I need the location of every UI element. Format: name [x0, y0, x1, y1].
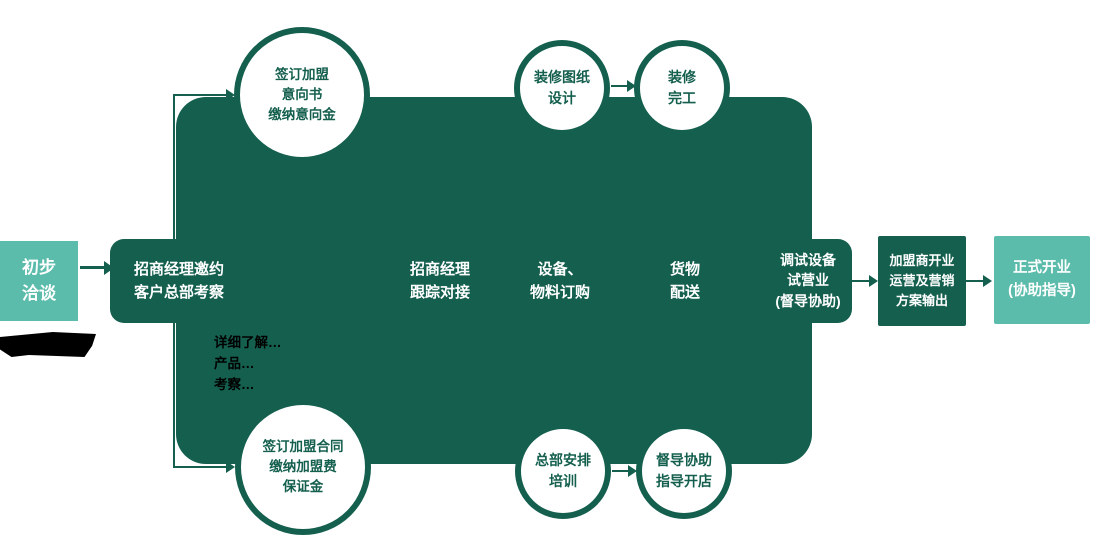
circle-decoration-design-label: 装修图纸 设计: [534, 69, 590, 106]
connector-band-openprep-arrowhead: [869, 275, 878, 287]
circle-hq-training: 总部安排 培训: [515, 423, 611, 519]
connector-design-finish-arrowhead: [627, 80, 636, 92]
connector-up-intent-vertical: [173, 95, 175, 241]
connector-up-intent-arrowhead: [226, 89, 235, 101]
circle-intent-letter-label: 签订加盟 意向书 缴纳意向金: [268, 66, 336, 123]
open-prep-node: 加盟商开业 运营及营销 方案输出: [878, 236, 966, 326]
circle-contract-signing: 签订加盟合同 缴纳加盟费 保证金: [235, 399, 371, 535]
illegible-black-text-smudge: [0, 332, 96, 357]
circle-supervisor-guidance-label: 督导协助 指导开店: [656, 452, 712, 489]
circle-hq-training-label: 总部安排 培训: [535, 452, 591, 489]
step-delivery-label: 货物 配送: [669, 261, 700, 301]
circle-decoration-finished: 装修 完工: [634, 40, 730, 136]
circle-decoration-design: 装修图纸 设计: [514, 40, 610, 136]
main-process-band: [110, 239, 852, 323]
connector-openprep-official-arrowhead: [983, 275, 992, 287]
step-invite-label: 招商经理邀约 客户总部考察: [133, 261, 224, 301]
connector-start-line: [80, 266, 106, 269]
open-prep-node-label: 加盟商开业 运营及营销 方案输出: [889, 252, 955, 309]
step-follow-label: 招商经理 跟踪对接: [409, 261, 470, 301]
step-trial-label: 调试设备 试营业 (督导协助): [775, 252, 841, 309]
start-node-label: 初步 洽谈: [22, 257, 56, 303]
connector-start-arrowhead: [104, 261, 114, 275]
circle-intent-letter: 签订加盟 意向书 缴纳意向金: [234, 27, 370, 163]
connector-band-openprep-line: [852, 280, 871, 282]
connector-down-contract-horizontal: [173, 466, 228, 468]
connector-up-intent-horizontal: [173, 94, 228, 96]
block-note-text: 详细了解… 产品… 考察…: [214, 335, 282, 392]
circle-supervisor-guidance: 督导协助 指导开店: [636, 423, 732, 519]
start-node: 初步 洽谈: [0, 241, 78, 321]
circle-decoration-finished-label: 装修 完工: [668, 69, 696, 106]
official-opening-node-label: 正式开业 (协助指导): [1008, 259, 1076, 299]
connector-down-contract-vertical: [173, 321, 175, 468]
connector-design-finish-line: [611, 85, 629, 87]
connector-down-contract-arrowhead: [226, 461, 235, 473]
circle-contract-signing-label: 签订加盟合同 缴纳加盟费 保证金: [262, 438, 344, 495]
connector-training-guidance-line: [612, 470, 630, 472]
official-opening-node: 正式开业 (协助指导): [994, 236, 1090, 324]
step-order-label: 设备、 物料订购: [529, 261, 590, 301]
connector-openprep-official-line: [966, 280, 985, 282]
connector-training-guidance-arrowhead: [628, 465, 637, 477]
